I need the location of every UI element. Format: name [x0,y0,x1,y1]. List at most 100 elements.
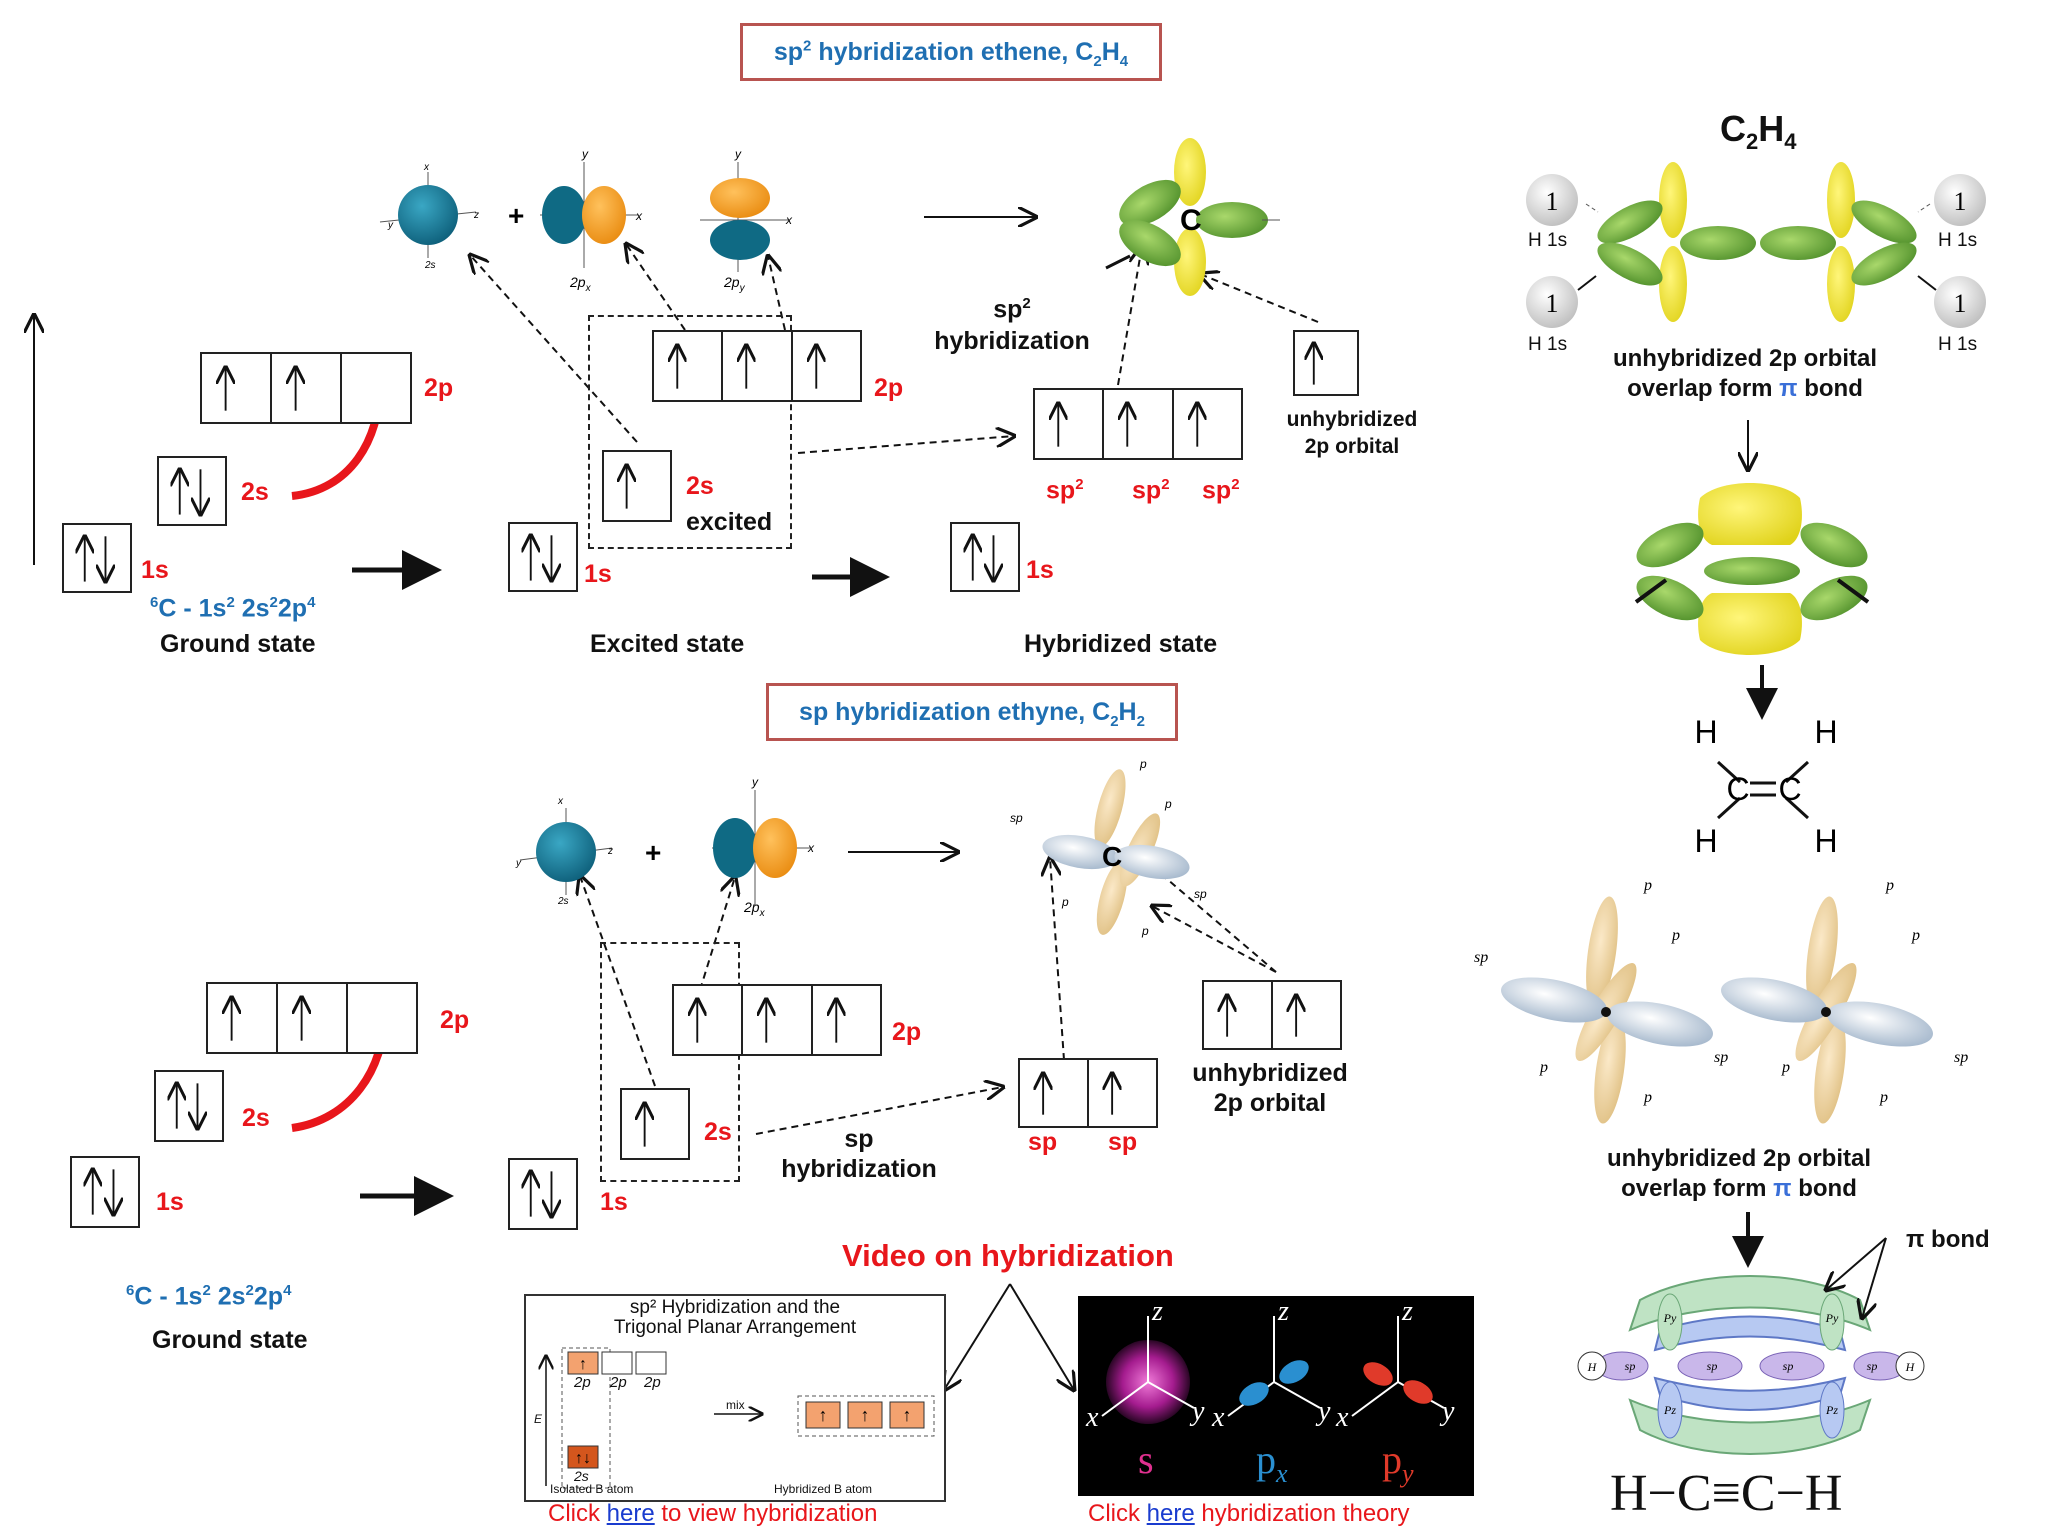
sup: 2 [1022,295,1031,312]
ethene-c: C [1778,771,1801,807]
text: C [1720,108,1746,149]
orbital-cell [72,1158,138,1226]
svg-text:↑↓: ↑↓ [575,1450,591,1467]
thumb-e: E [534,1412,543,1426]
sup: 2 [1161,476,1170,493]
svg-text:↑: ↑ [903,1405,912,1425]
orbital-cell [1273,982,1340,1048]
orbital-cell [1020,1060,1089,1126]
h-atom-spheres [1526,174,1986,328]
sup: 4 [307,594,316,611]
here-link[interactable]: here [1146,1500,1195,1527]
label-2p: 2p [424,374,454,402]
text: 2p [277,594,308,623]
svg-text:p: p [1164,797,1172,811]
text: hybridization theory [1194,1500,1410,1527]
sup: 2 [202,1282,211,1299]
orbital-cell [1295,332,1357,394]
text: C - 1s [134,1282,203,1311]
text: unhybridized 2p orbital [1612,345,1877,372]
ethene-h: H [1694,823,1717,859]
svg-text:p: p [1139,757,1147,771]
svg-text:2s: 2s [424,260,436,271]
text: to view hybridization [654,1500,878,1527]
thumb-right-caption: Hybridized B atom [774,1482,873,1496]
title-text: H [1101,38,1120,66]
label-2s: 2s [242,1104,270,1132]
hybridized-state-label: Hybridized state [1024,630,1218,658]
ethene-h: H [1814,823,1837,859]
ground-state-label: Ground state [160,630,316,658]
text: overlap form [1621,1175,1774,1202]
text: 2p orbital [1213,1089,1327,1117]
h1s-label: H 1s [1938,334,1978,355]
title-text: sp [773,38,804,66]
label-sp2: sp2 [1132,476,1170,505]
top-unhybridized-box [1293,330,1359,396]
ethyne-sp: sp [1625,1359,1636,1373]
ethyne-h: H [1905,1360,1916,1374]
label-px: px [1256,1436,1288,1489]
svg-text:x: x [785,213,793,227]
label-1s: 1s [600,1188,628,1216]
thumb1-graphic: ↑ ↑↓ ↑ ↑ ↑ [526,1347,935,1489]
text: sp [844,1125,874,1153]
h-sphere-label: 1 [1546,187,1559,216]
top-ground-2s-box [157,456,227,526]
sub: 4 [1784,129,1797,155]
bottom-ground-2p-boxes [206,982,418,1054]
bottom-excited-dashed-group [600,942,740,1182]
ethyne-pz: Pz [1663,1403,1676,1417]
orbital-cell [1174,390,1241,458]
top-config: 6C - 1s2 2s22p4 [150,594,315,623]
h-sphere-label: 1 [1546,289,1559,318]
ethyne-h: H [1587,1360,1598,1374]
orbital-cell [1035,390,1105,458]
title-sub: 2 [1093,53,1102,70]
h-sphere-label: 1 [1954,289,1967,318]
orbital-cell [510,1160,576,1228]
orbital-cell [674,986,744,1054]
svg-text:2px: 2px [743,899,766,919]
label-1s: 1s [1026,556,1054,584]
top-title-box: sp2 hybridization ethene, C2H4 [740,23,1162,81]
video-thumbnail-orbitals[interactable]: z z z x x x y y y s px py [1078,1296,1474,1496]
svg-text:C: C [1180,204,1202,237]
text: Click [1088,1500,1147,1527]
sup: 2 [245,1282,254,1299]
ethyne-sp: sp [1867,1359,1878,1373]
orbital-cell [952,524,1018,590]
top-sp2-boxes [1033,388,1243,460]
thumb-mix: mix [726,1398,745,1412]
svg-text:↑: ↑ [861,1405,870,1425]
sup: 2 [269,594,278,611]
title-sub: 2 [1110,713,1119,730]
svg-text:2px: 2px [569,274,592,294]
label-sp: sp [1108,1128,1138,1156]
thumb2-graphic [1101,1316,1445,1424]
ethyne-sp: sp [1783,1359,1794,1373]
orbital-2px-bottom [712,790,810,905]
orbital-2py-top [700,162,790,272]
text: sp [1202,476,1232,505]
label-2s: 2s [241,478,269,506]
svg-text:↑: ↑ [579,1356,587,1373]
label-2s: 2s [704,1118,732,1146]
sup: 2 [1075,476,1084,493]
title-text: H [1118,698,1137,726]
label-1s: 1s [141,556,169,584]
axis-y: y [1318,1396,1331,1427]
top-excited-2s-box [602,450,672,522]
h1s-label: H 1s [1938,230,1978,251]
text: sp² Hybridization and the [629,1297,841,1318]
svg-text:y: y [515,858,522,869]
svg-text:x: x [635,209,643,223]
p-label: p [1911,927,1920,944]
here-link[interactable]: here [606,1500,655,1527]
top-excited-2p-boxes [652,330,862,402]
sup: 4 [283,1282,292,1299]
bottom-sp-boxes [1018,1058,1158,1128]
